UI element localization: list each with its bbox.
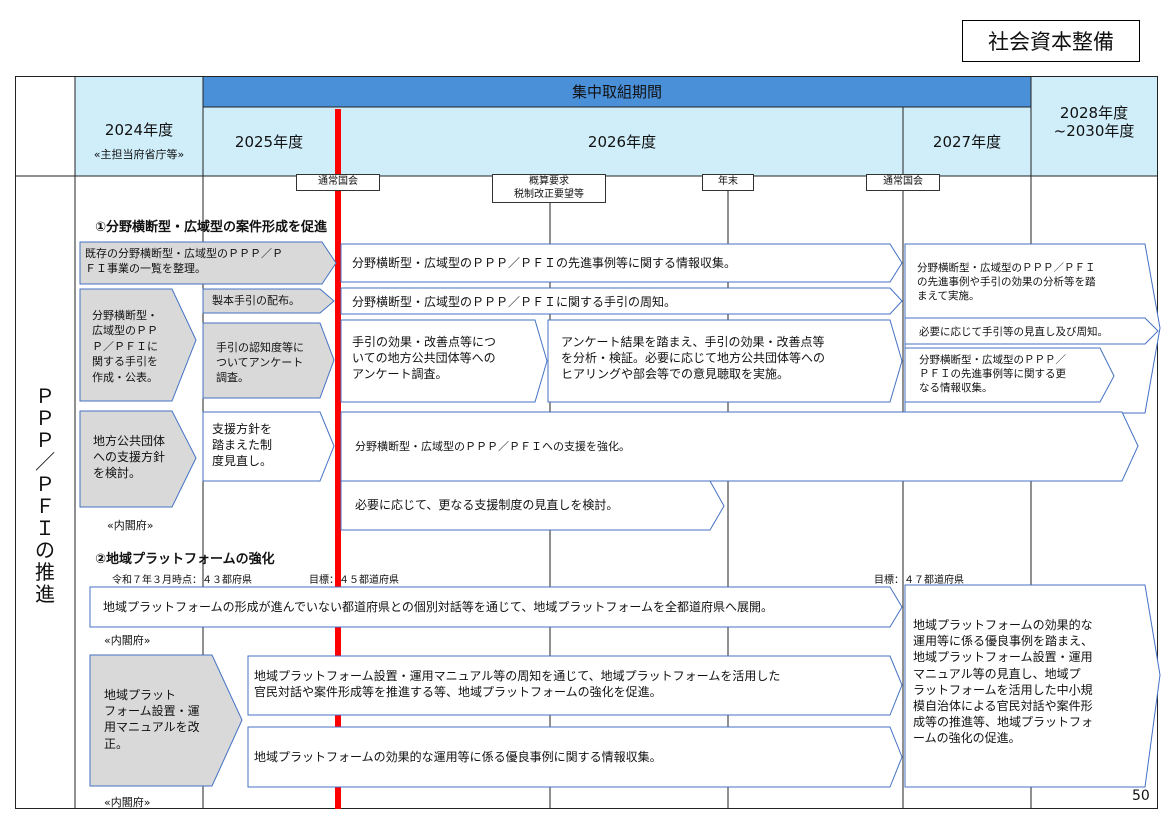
info-collect-box: 分野横断型・広域型のＰＰＰ／ＰＦＩの先進事例等に関する情報収集。 bbox=[352, 256, 737, 270]
focus-period-header: 集中取組期間 bbox=[571, 82, 662, 101]
awareness-survey-box: 手引の認知度等に ついてアンケート 調査。 bbox=[216, 341, 304, 384]
guide-distribute-box: 製本手引の配布。 bbox=[212, 294, 300, 307]
year-2027-header: 2027年度 bbox=[932, 132, 1002, 151]
survey-analysis-box: アンケート結果を踏まえ、手引の効果・改善点等 を分析・検証。必要に応じて地方公共… bbox=[561, 335, 826, 382]
year-2024-header: 2024年度 bbox=[104, 121, 174, 139]
strengthen-2027-box: 地域プラットフォームの効果的な 運用等に係る優良事例を踏まえ、 地域プラットフォ… bbox=[913, 618, 1094, 746]
support-strengthen-box: 分野横断型・広域型のＰＰＰ／ＰＦＩへの支援を強化。 bbox=[355, 440, 630, 453]
guide-notice-box: 分野横断型・広域型のＰＰＰ／ＰＦＩに関する手引の周知。 bbox=[352, 295, 677, 309]
best-practice-box: 地域プラットフォームの効果的な運用等に係る優良事例に関する情報収集。 bbox=[254, 750, 662, 764]
local-survey-box: 手引の効果・改善点等につ いての地方公共団体等への アンケート調査。 bbox=[352, 335, 497, 382]
row-label: ＰＰＰ／ＰＦＩの推進 bbox=[35, 384, 55, 606]
target-45: 目標：４５都道府県 bbox=[309, 575, 399, 586]
year-2028-2030-header: 2028年度 ~2030年度 bbox=[1053, 104, 1135, 140]
manual-notice-box: 地域プラットフォーム設置・運用マニュアル等の周知を通じて、地域プラットフォームを… bbox=[254, 669, 781, 700]
year-2024-owner-header: «主担当府省庁等» bbox=[93, 148, 185, 162]
section1-title: ①分野横断型・広域型の案件形成を促進 bbox=[95, 220, 328, 235]
section2-owner2: «内閣府» bbox=[104, 796, 151, 809]
guide-create-box: 分野横断型・ 広域型のＰＰ Ｐ／ＰＦＩに 関する手引を 作成・公表。 bbox=[92, 309, 158, 384]
year-2025-header: 2025年度 bbox=[234, 132, 304, 151]
milestone-year-end: 年末 bbox=[702, 174, 754, 191]
page-number: 50 bbox=[1132, 788, 1150, 804]
category-tag: 社会資本整備 bbox=[962, 20, 1140, 62]
system-review-box: 支援方針を 踏まえた制 度見直し。 bbox=[212, 422, 273, 469]
milestone-diet-2027: 通常国会 bbox=[866, 174, 940, 191]
milestone-diet-2025: 通常国会 bbox=[296, 174, 380, 191]
dialogue-box: 地域プラットフォームの形成が進んでいない都道府県との個別対話等を通じて、地域プラ… bbox=[103, 600, 773, 614]
support-policy-box: 地方公共団体 への支援方針 を検討。 bbox=[93, 434, 166, 481]
section2-title: ②地域プラットフォームの強化 bbox=[95, 552, 275, 567]
manual-revise-box: 地域プラット フォーム設置・運 用マニュアルを改 正。 bbox=[104, 688, 200, 751]
target-47: 目標：４７都道府県 bbox=[874, 575, 964, 586]
status-march-2025: 令和７年３月時点：４３都府県 bbox=[112, 575, 252, 586]
section1-owner: «内閣府» bbox=[107, 519, 154, 532]
year-2026-header: 2026年度 bbox=[587, 132, 657, 151]
analysis-2027-box: 分野横断型・広域型のＰＰＰ／ＰＦＩ の先進事例や手引の効果の分析等を踏 まえて実… bbox=[917, 262, 1096, 303]
milestone-budget-request: 概算要求 税制改正要望等 bbox=[492, 174, 606, 203]
further-review-box: 必要に応じて、更なる支援制度の見直しを検討。 bbox=[355, 498, 619, 512]
section2-owner1: «内閣府» bbox=[104, 634, 151, 647]
existing-list-box: 既存の分野横断型・広域型のＰＰＰ／Ｐ ＦＩ事業の一覧を整理。 bbox=[85, 247, 283, 275]
info-2027-box: 分野横断型・広域型のＰＰＰ／ ＰＦＩの先進事例等に関する更 なる情報収集。 bbox=[919, 354, 1066, 395]
review-2027-box: 必要に応じて手引等の見直し及び周知。 bbox=[919, 326, 1108, 338]
